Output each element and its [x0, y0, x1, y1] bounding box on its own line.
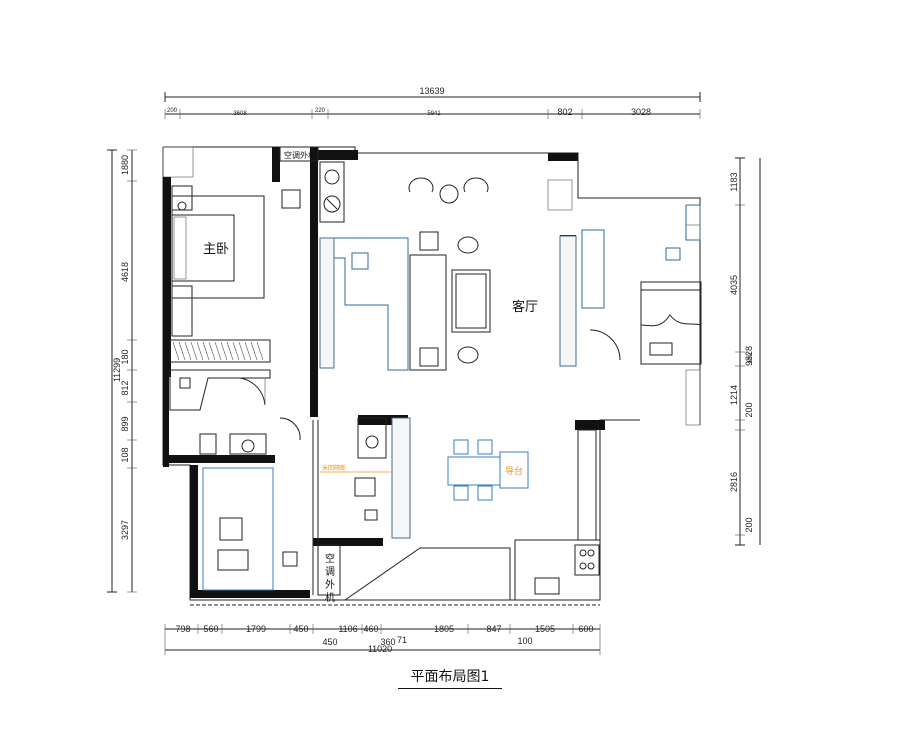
bottom-sub-dim-3: 71 [397, 635, 407, 645]
nightstand-top [171, 185, 193, 211]
toilet-icon-2 [354, 477, 376, 497]
ac-outdoor-top: 空调外机 [279, 146, 319, 162]
master-bathroom [169, 369, 271, 455]
master-bedroom: 主卧 [169, 185, 301, 363]
double-bed [171, 214, 235, 282]
side-cabinet [559, 235, 577, 367]
left-dim-6: 108 [120, 447, 130, 462]
chair-icon [439, 184, 459, 204]
wardrobe-side [171, 285, 193, 337]
dining-chair [477, 485, 493, 501]
label-ac-v1: 空 [325, 552, 335, 565]
dining-table [447, 456, 501, 486]
bottom-dim-8: 847 [486, 624, 501, 634]
wardrobe [169, 339, 271, 363]
toilet-icon [199, 433, 217, 455]
walls [162, 146, 701, 606]
study-rug [202, 467, 274, 591]
left-dim-1: 1880 [120, 155, 130, 175]
plan-caption: 平面布局图1 [398, 666, 502, 689]
dryer-icon [323, 195, 341, 213]
study-side-table [282, 551, 298, 567]
sink-icon [365, 435, 379, 449]
right-dim-1: 1183 [729, 172, 739, 191]
island [499, 451, 529, 489]
laundry-column [319, 161, 345, 223]
right-dim-5: 200 [744, 402, 754, 417]
top-dim-6: 3028 [631, 107, 651, 117]
label-ac-v3: 外 [325, 579, 335, 591]
study-room [202, 417, 301, 591]
kitchen-dining: 米回隔断 导台 [320, 417, 601, 601]
room-label-master-bedroom: 主卧 [203, 242, 229, 257]
bottom-dim-5: 1106 [338, 624, 357, 634]
dining-chair [453, 485, 469, 501]
left-dim-2: 4618 [120, 262, 130, 282]
right-dim-4: 1214 [729, 385, 739, 405]
wall-cabinet [319, 237, 335, 369]
bottom-dim-10: 1505 [535, 624, 555, 634]
study-chair [219, 517, 243, 541]
label-ac-outdoor-top: 空调外机 [284, 150, 316, 160]
chair-icon [463, 177, 489, 193]
top-dim-3: 220 [315, 108, 326, 114]
study-desk [217, 549, 249, 571]
right-dim-2: 4035 [729, 275, 739, 295]
bottom-dim-1: 798 [175, 624, 190, 634]
bottom-dim-4: 450 [293, 624, 308, 634]
washer-icon [324, 169, 340, 185]
kitchen-tall-cabinet [391, 417, 411, 539]
balcony: 空 调 外 机 [317, 544, 511, 604]
top-dim-1: 200 [167, 108, 178, 114]
room-label-living: 客厅 [512, 299, 538, 315]
right-dim-3: 180 [748, 352, 754, 363]
second-bedroom [581, 204, 702, 365]
left-overall-dim: 11299 [112, 358, 122, 382]
top-dim-2: 3608 [233, 111, 247, 117]
bedroom-wardrobe [581, 229, 605, 309]
top-overall-dim: 13639 [419, 86, 444, 96]
dining-chair [477, 439, 493, 455]
bottom-dim-11: 600 [578, 624, 593, 634]
coffee-table [451, 269, 491, 333]
shower-icon [179, 377, 191, 389]
dining-chair [453, 439, 469, 455]
left-dim-3: 180 [120, 349, 130, 364]
basin-icon [241, 439, 255, 453]
chair-icon [408, 177, 434, 193]
bottom-overall-dim: 11020 [368, 644, 392, 654]
left-dim-7: 3297 [120, 520, 130, 540]
left-dim-4: 812 [120, 380, 130, 395]
label-ac-v2: 调 [325, 566, 335, 578]
label-island: 导台 [505, 465, 523, 477]
bottom-sub-dim-1: 450 [322, 637, 337, 647]
right-dim-6: 2816 [729, 472, 739, 492]
bottom-sub-dim-2: 360 [380, 637, 395, 647]
bath-vanity [229, 433, 267, 455]
right-dim-7: 200 [744, 517, 754, 532]
top-dim-5: 802 [557, 107, 572, 117]
label-partition: 米回隔断 [322, 464, 346, 472]
bottom-dim-3: 1799 [246, 624, 266, 634]
bottom-dimension-lines [164, 624, 601, 655]
bottom-dim-9: 100 [517, 636, 532, 646]
right-overall-dim: 9828 [744, 346, 754, 366]
cooktop [574, 544, 600, 576]
bottom-dim-2: 560 [203, 624, 218, 634]
sofa [409, 254, 447, 371]
top-dim-4: 5941 [427, 111, 441, 117]
desk-chair [281, 189, 301, 209]
top-dimension-lines [164, 92, 701, 119]
bottom-dim-7: 1805 [434, 624, 454, 634]
left-dim-5: 899 [120, 416, 130, 431]
living-area: 客厅 [319, 177, 621, 371]
bottom-dim-6: 460 [363, 624, 378, 634]
label-ac-v4: 机 [325, 591, 335, 604]
right-dimension-lines [735, 157, 761, 546]
left-dimension-lines [107, 149, 137, 593]
kitchen-sink [534, 577, 560, 595]
